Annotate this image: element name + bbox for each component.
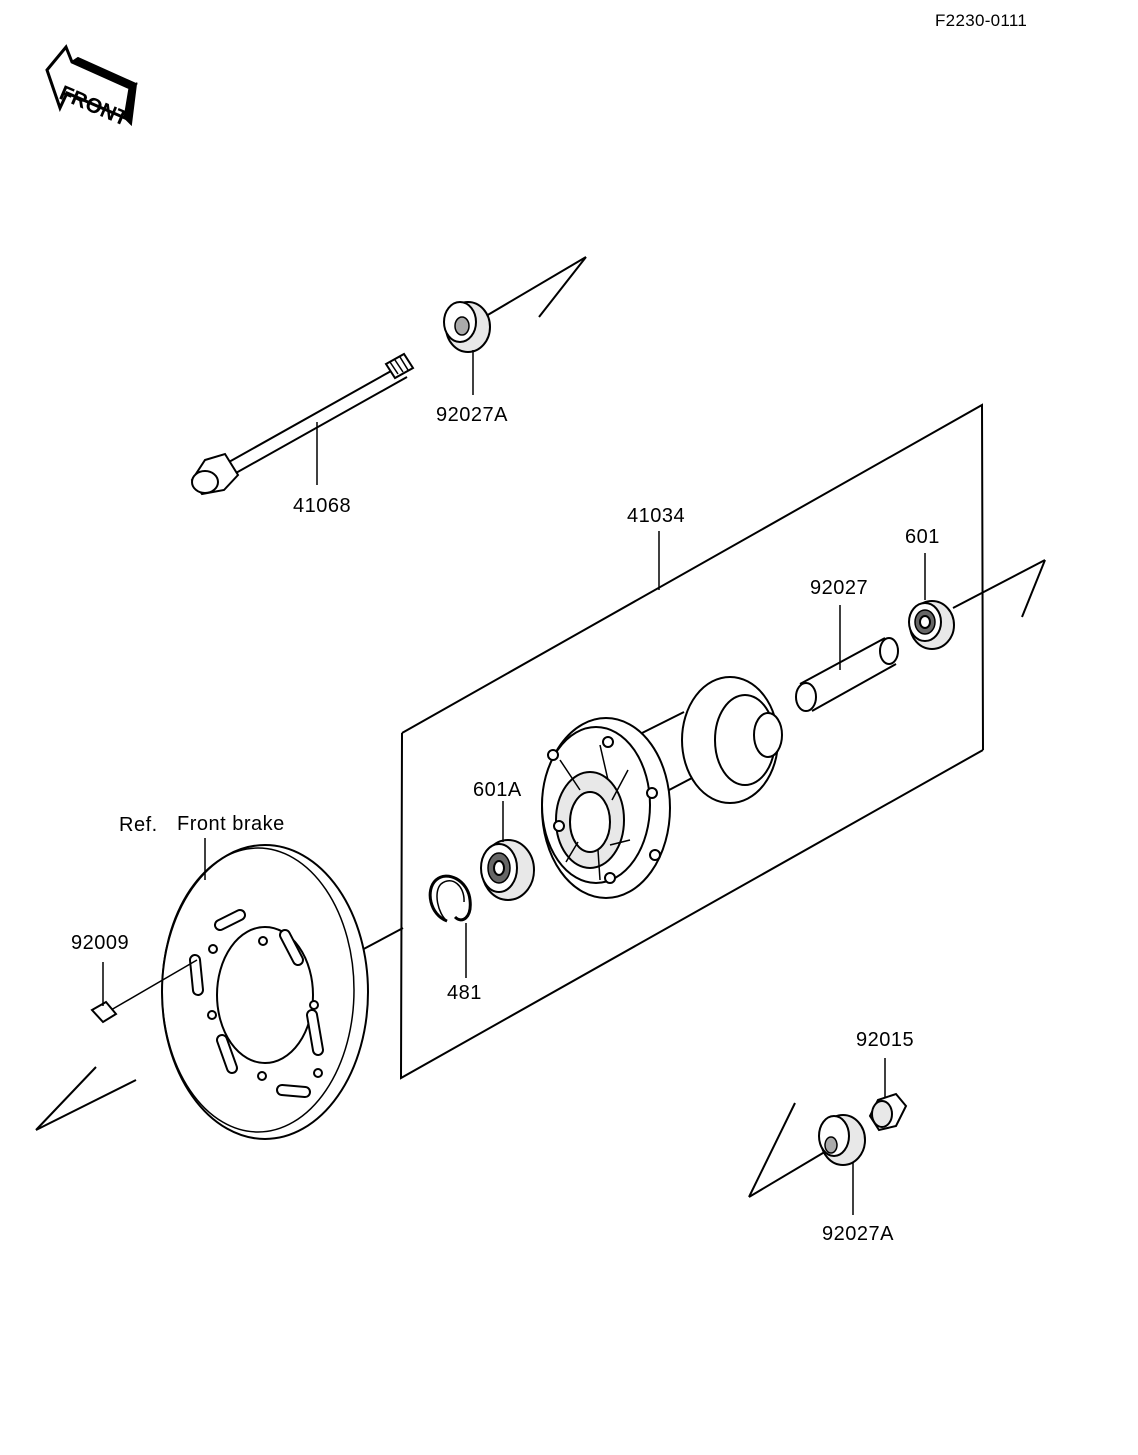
hub-assembly-outline bbox=[399, 403, 984, 1080]
pointer-left bbox=[35, 1066, 137, 1131]
pointer-right bbox=[952, 559, 1046, 618]
label-circlip: 481 bbox=[447, 982, 482, 1004]
label-spacer: 92027 bbox=[810, 577, 869, 599]
label-hub: 41034 bbox=[627, 505, 686, 527]
label-bearing-right: 601 bbox=[905, 526, 940, 548]
collar-top-92027A bbox=[443, 256, 587, 395]
bearing-601A bbox=[480, 801, 535, 901]
spacer-92027 bbox=[795, 605, 899, 712]
collar-bottom-92027A bbox=[748, 1102, 866, 1215]
label-bolt: 92009 bbox=[71, 932, 130, 954]
diagram-code: F2230-0111 bbox=[935, 11, 1028, 30]
label-nut: 92015 bbox=[856, 1029, 915, 1051]
label-ref-front-brake: Front brake bbox=[177, 813, 285, 835]
brake-disc bbox=[161, 838, 404, 1140]
nut-92015 bbox=[868, 1058, 908, 1132]
axle-41068 bbox=[190, 352, 415, 496]
bearing-601 bbox=[908, 553, 955, 650]
circlip-481 bbox=[428, 874, 472, 978]
label-collar-top: 92027A bbox=[436, 404, 508, 426]
front-arrow-icon: FRONT bbox=[45, 44, 139, 131]
label-collar-bottom: 92027A bbox=[822, 1223, 894, 1245]
label-ref-prefix: Ref. bbox=[119, 814, 158, 836]
hub-41034 bbox=[541, 531, 783, 899]
label-axle: 41068 bbox=[293, 495, 352, 517]
label-bearing-left: 601A bbox=[473, 779, 522, 801]
bolt-92009 bbox=[90, 959, 198, 1024]
